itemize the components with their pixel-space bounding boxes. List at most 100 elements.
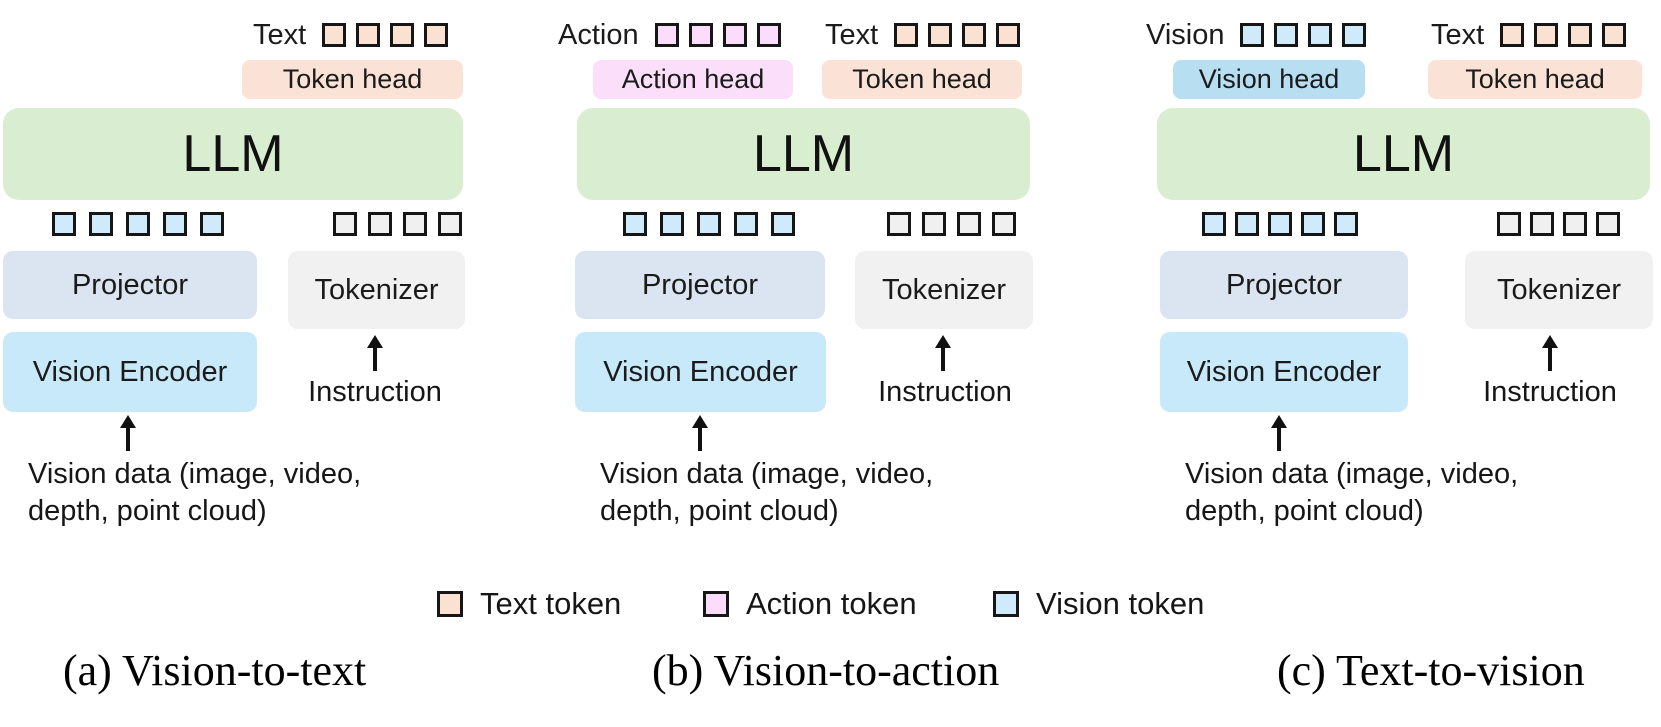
output-token-group-text: Text (1431, 18, 1627, 52)
token-head-box: Token head (1428, 60, 1642, 99)
instruction-token-icon (992, 212, 1016, 236)
projector-box: Projector (575, 251, 825, 319)
up-arrow-icon (692, 415, 708, 451)
up-arrow-icon (935, 335, 951, 371)
legend-item-text-token: Text token (437, 586, 621, 622)
instruction-token-icon (368, 212, 392, 236)
vision-data-label: Vision data (image, video, depth, point … (600, 458, 934, 527)
text-token-icon (1500, 23, 1525, 47)
instruction-label: Instruction (878, 376, 1012, 408)
token-head-box: Token head (242, 60, 463, 99)
vision-encoder-box: Vision Encoder (3, 332, 257, 412)
output-token-group-text: Text (825, 18, 1021, 52)
text-token-icon (962, 23, 987, 47)
projector-label: Projector (641, 268, 759, 301)
vision-token-icon (1235, 212, 1259, 236)
llm-label: LLM (1352, 125, 1455, 183)
llm-label: LLM (752, 125, 855, 183)
instruction-token-icon (1596, 212, 1620, 236)
tokenizer-box: Tokenizer (1465, 251, 1653, 329)
llm-box: LLM (577, 108, 1030, 200)
instruction-token-icon (403, 212, 427, 236)
vision-encoder-label: Vision Encoder (603, 355, 798, 388)
instruction-label: Instruction (1483, 376, 1617, 408)
legend-text-token-label: Text token (480, 586, 622, 621)
up-arrow-icon (1271, 415, 1287, 451)
vision-token-icon (1268, 212, 1292, 236)
vision-token-icon (734, 212, 758, 236)
vision-token-icon (89, 212, 113, 236)
vision-encoder-box: Vision Encoder (575, 332, 826, 412)
up-arrow-icon (120, 415, 136, 451)
instruction-token-icon (438, 212, 462, 236)
llm-box: LLM (3, 108, 463, 200)
instruction-token-icon (887, 212, 911, 236)
vision-token-icon (52, 212, 76, 236)
vision-token-icon (1308, 23, 1333, 47)
vision-encoder-label: Vision Encoder (1186, 355, 1382, 388)
instruction-token-icon (957, 212, 981, 236)
text-token-icon (928, 23, 953, 47)
vision-token-icon (1342, 23, 1367, 47)
caption-b: (b) Vision-to-action (652, 646, 1000, 695)
text-token-icon (1534, 23, 1559, 47)
vision-token-icon (1202, 212, 1226, 236)
vision-token-icon (163, 212, 187, 236)
output-token-group-text: Text (253, 18, 449, 52)
vision-token-icon (1301, 212, 1325, 236)
action-token-icon (654, 23, 679, 47)
action-token-icon (688, 23, 713, 47)
instruction-token-row (1497, 212, 1620, 236)
instruction-token-icon (1530, 212, 1554, 236)
tokenizer-label: Tokenizer (1496, 273, 1622, 306)
text-token-icon (1568, 23, 1593, 47)
output-label-text: Text (825, 18, 879, 51)
text-token-icon (894, 23, 919, 47)
text-token-icon (424, 23, 449, 47)
token-head-box: Token head (822, 60, 1022, 99)
output-label-text: Text (253, 18, 307, 51)
projector-label: Projector (1225, 268, 1343, 301)
output-token-group-vision: Vision (1146, 18, 1367, 52)
legend-text-token-icon (437, 591, 463, 617)
llm-label: LLM (182, 125, 284, 183)
legend-action-token-icon (703, 591, 729, 617)
vision-token-row (52, 212, 224, 236)
action-head-box: Action head (593, 60, 793, 99)
text-token-icon (390, 23, 415, 47)
caption-c: (c) Text-to-vision (1277, 646, 1585, 695)
vision-data-label: Vision data (image, video, depth, point … (1185, 458, 1519, 527)
vision-data-label: Vision data (image, video, depth, point … (28, 458, 362, 527)
legend-vision-token-icon (993, 591, 1019, 617)
output-label-vision: Vision (1146, 18, 1225, 51)
vision-token-icon (200, 212, 224, 236)
token-head-label: Token head (1465, 64, 1605, 94)
projector-label: Projector (71, 268, 189, 301)
action-head-label: Action head (621, 64, 765, 94)
tokenizer-box: Tokenizer (855, 251, 1033, 329)
instruction-token-icon (922, 212, 946, 236)
output-label-text: Text (1431, 18, 1485, 51)
llm-box: LLM (1157, 108, 1650, 200)
text-token-icon (322, 23, 347, 47)
vision-token-icon (1334, 212, 1358, 236)
instruction-token-icon (1563, 212, 1587, 236)
vision-token-icon (660, 212, 684, 236)
legend-item-action-token: Action token (703, 586, 917, 622)
tokenizer-box: Tokenizer (288, 251, 465, 329)
projector-box: Projector (1160, 251, 1408, 319)
vision-token-icon (1274, 23, 1299, 47)
tokenizer-label: Tokenizer (314, 273, 439, 306)
output-label-action: Action (558, 18, 639, 51)
action-token-icon (756, 23, 781, 47)
token-head-label: Token head (852, 64, 992, 94)
vision-encoder-box: Vision Encoder (1160, 332, 1408, 412)
legend-action-token-label: Action token (746, 586, 917, 621)
vision-token-row (1202, 212, 1358, 236)
instruction-token-row (333, 212, 462, 236)
projector-box: Projector (3, 251, 257, 319)
vision-token-row (623, 212, 795, 236)
vision-token-icon (623, 212, 647, 236)
up-arrow-icon (1542, 335, 1558, 371)
